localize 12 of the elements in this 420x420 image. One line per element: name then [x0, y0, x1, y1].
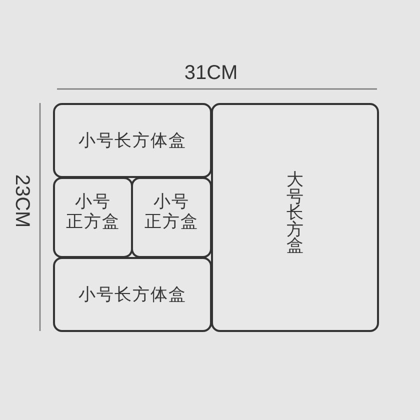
compartment-label: 大号长方盒 [286, 172, 304, 255]
dimension-label: 23CM [11, 174, 33, 228]
compartment-label: 小号长方体盒 [78, 130, 186, 150]
compartment-box [53, 257, 212, 332]
compartment-box [131, 177, 212, 258]
compartment-box [53, 103, 212, 178]
compartment-box [53, 177, 133, 258]
compartment-label: 小号正方盒 [66, 192, 120, 232]
compartment-box [211, 103, 379, 332]
compartment-label: 小号正方盒 [144, 192, 198, 232]
dimension-label: 31CM [184, 62, 238, 84]
compartment-label: 小号长方体盒 [78, 284, 186, 304]
